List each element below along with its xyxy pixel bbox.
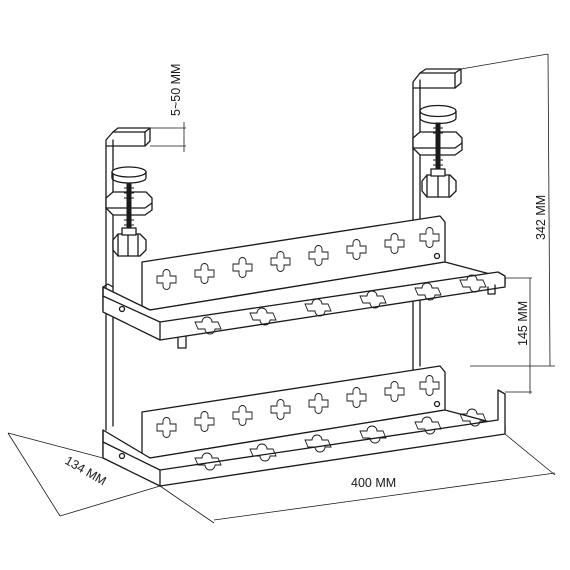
clamp-range-label: 5~50 MM <box>169 64 183 116</box>
width-label: 400 MM <box>351 476 396 490</box>
right-threaded-rod <box>435 122 441 176</box>
total-height-label: 342 MM <box>534 195 548 240</box>
left-clamp-jaw <box>105 131 146 147</box>
width-dimension <box>159 433 556 524</box>
tray-gap-label: 145 MM <box>516 301 530 346</box>
lower-tray-front-lip <box>102 389 506 487</box>
dimension-lines <box>7 53 556 524</box>
right-screw-pad <box>419 104 457 118</box>
upper-tray-front-lip <box>102 271 506 341</box>
depth-dimension <box>7 432 161 517</box>
total-height-dimension <box>460 53 555 367</box>
right-desk-clamp <box>412 68 463 371</box>
left-screw-pad <box>111 166 147 178</box>
clamp-range-dimension <box>150 122 186 152</box>
upper-cable-tray <box>102 215 506 349</box>
depth-label: 134 MM <box>63 453 109 488</box>
left-threaded-rod <box>126 182 132 234</box>
right-clamp-jaw <box>412 72 456 89</box>
tray-gap-dimension <box>505 277 532 394</box>
lower-cable-tray <box>102 365 506 487</box>
